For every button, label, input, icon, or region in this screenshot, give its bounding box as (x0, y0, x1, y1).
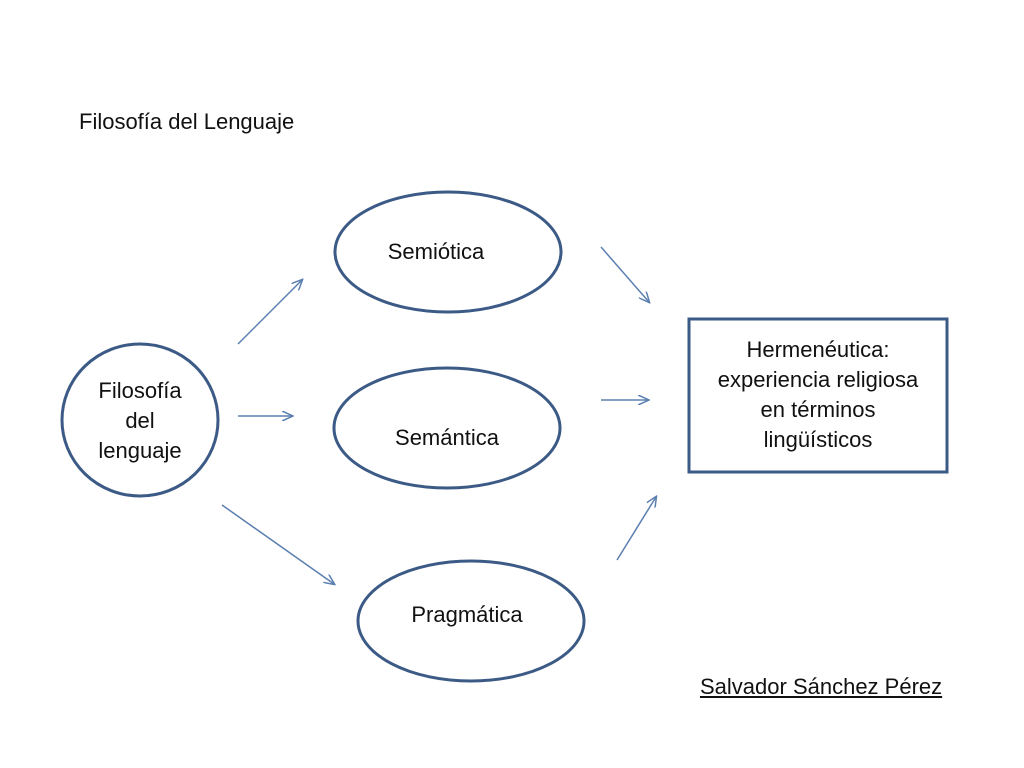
arrow-semiotica-to-hermeneutica (600, 246, 649, 302)
node-semantica-ellipse (332, 366, 562, 490)
node-hermeneutica-label: Hermenéutica: experiencia religiosa en t… (692, 334, 944, 456)
node-root-label: Filosofía del lenguaje (70, 376, 210, 466)
node-hermeneutica-line-2: experiencia religiosa (717, 367, 919, 392)
node-root-line-3: lenguaje (98, 438, 182, 463)
node-semiotica-label: Semiótica (387, 239, 485, 264)
node-hermeneutica-line-1: Hermenéutica: (746, 337, 890, 362)
node-pragmatica-ellipse (356, 559, 586, 683)
node-root-line-1: Filosofía (98, 378, 182, 403)
slide-title: Filosofía del Lenguaje (79, 109, 295, 134)
arrow-pragmatica-to-hermeneutica (616, 497, 656, 561)
node-hermeneutica-line-4: lingüísticos (763, 427, 873, 452)
node-hermeneutica-box (687, 317, 949, 474)
node-root-line-2: del (125, 408, 155, 433)
author-name: Salvador Sánchez Pérez (700, 674, 943, 699)
node-semiotica-ellipse (333, 190, 563, 314)
node-semantica-label: Semántica (395, 425, 499, 450)
arrow-root-to-semiotica (237, 280, 302, 345)
arrow-root-to-pragmatica (221, 504, 334, 584)
node-hermeneutica-line-3: en términos (760, 397, 876, 422)
node-root-ellipse (60, 342, 220, 498)
node-pragmatica-label: Pragmática (411, 602, 523, 627)
